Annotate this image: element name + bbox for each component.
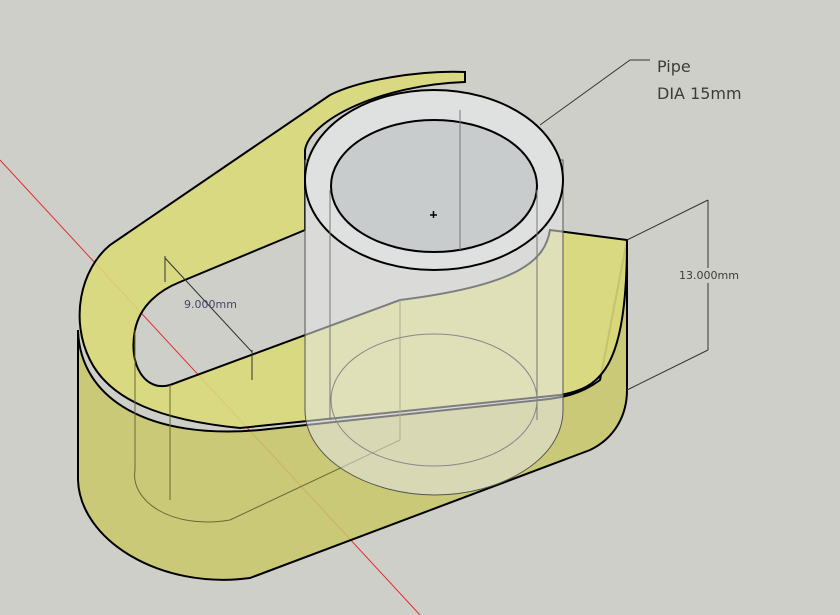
pipe-edges: [329, 110, 538, 420]
pipe-label-line1: Pipe: [657, 57, 691, 76]
center-point-icon: [430, 211, 437, 218]
dim-line-slot: [164, 257, 253, 353]
dim-extension-bottom: [626, 349, 709, 391]
pipe-label-line2: DIA 15mm: [657, 84, 742, 103]
slot-bottom-edge: [134, 439, 401, 523]
pipe-leader-line: [539, 59, 650, 126]
slot-dimension-label: 9.000mm: [184, 298, 237, 311]
dim-extension-top: [626, 199, 709, 241]
pipe-bore: [330, 119, 538, 253]
height-dimension-label: 13.000mm: [679, 268, 739, 283]
pipe-label: Pipe DIA 15mm: [657, 53, 742, 107]
pipe-bore-bottom: [330, 333, 538, 467]
